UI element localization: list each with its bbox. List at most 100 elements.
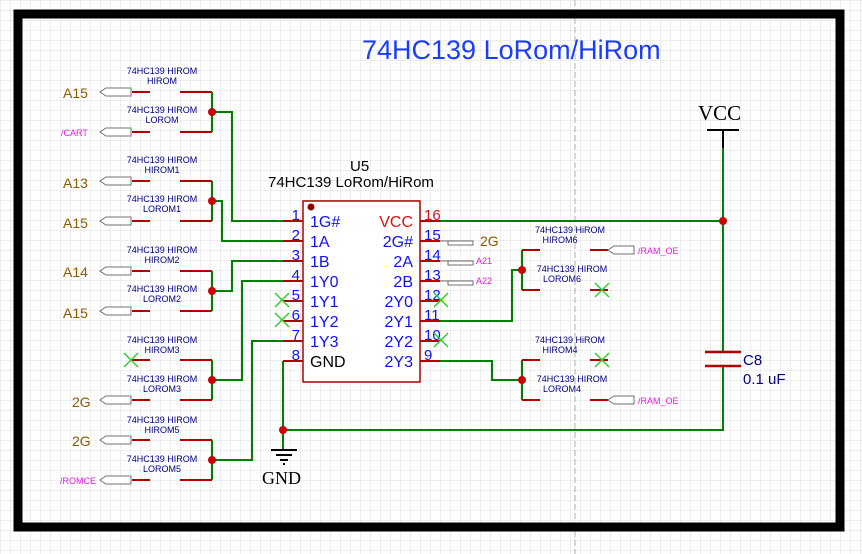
sheet-title: 74HC139 LoRom/HiRom — [362, 35, 661, 65]
u5-right-pin-15: 15 2G# — [383, 227, 441, 251]
wire-cap-gnd — [283, 367, 724, 431]
wire-2y1 — [440, 269, 522, 322]
net-label-a14: A14 — [63, 264, 88, 280]
u5-pin-number: 7 — [292, 327, 300, 344]
jumper-lorom3-line1: 74HC139 HIROM — [127, 374, 198, 384]
u5-left-pin-7: 7 1Y3 — [283, 327, 339, 351]
nc-pin12 — [433, 292, 449, 308]
jumper-hirom5-line1: 74HC139 HIROM — [127, 415, 198, 425]
net-label-2g-b: 2G — [72, 433, 91, 449]
u5-pin-number: 12 — [424, 287, 441, 304]
jumper-hirom3-line2: HIROM3 — [144, 345, 179, 355]
wire-1y0 — [212, 280, 283, 381]
jumper-hirom4-line2: HIROM4 — [542, 345, 577, 355]
c8-ref: C8 — [743, 352, 762, 369]
u5-pin-number: 8 — [292, 347, 300, 364]
jumper-lorom5-line2: LOROM5 — [143, 464, 181, 474]
net-label-a15-mid: A15 — [63, 215, 88, 231]
jumper-lorom6-line1: 74HC139 HIROM — [537, 264, 608, 274]
u5-pin-number: 4 — [292, 267, 300, 284]
net-label-a13: A13 — [63, 175, 88, 191]
jumper-lorom3-line2: LOROM3 — [143, 384, 181, 394]
u5-pin-number: 14 — [424, 247, 441, 264]
jumper-lorom1-line1: 74HC139 HIROM — [127, 194, 198, 204]
jumper-hirom-line2: HIROM — [147, 76, 177, 86]
jumper-hirom6-line2: HIROM6 — [542, 235, 577, 245]
net-label-a15-low: A15 — [63, 305, 88, 321]
u5-pin-name: 1Y3 — [310, 334, 339, 351]
jumper-lorom-line2: LOROM — [145, 115, 178, 125]
jumper-lorom1-line2: LOROM1 — [143, 204, 181, 214]
wire-cart-to-1g — [212, 111, 283, 222]
u5-right-pin-14: 14 2A — [393, 247, 440, 271]
u5-pin-name: 1A — [310, 234, 330, 251]
u5-pin-number: 16 — [424, 207, 441, 224]
u5-chip: U5 74HC139 LoRom/HiRom — [268, 158, 434, 383]
capacitor-c8: C8 0.1 uF — [705, 350, 786, 388]
u5-pin-number: 2 — [292, 227, 300, 244]
u5-pin-name: 2Y2 — [385, 334, 414, 351]
wire-to-1a — [212, 200, 283, 242]
jumper-lorom4-line2: LOROM4 — [543, 384, 581, 394]
u5-pin-name: VCC — [379, 214, 413, 231]
gnd-label: GND — [262, 468, 301, 488]
vcc-symbol: VCC — [698, 101, 741, 148]
u5-ref: U5 — [350, 158, 369, 175]
nc-hirom4 — [594, 352, 610, 368]
no-connect-marks — [123, 282, 610, 368]
u5-right-pin-12: 12 2Y0 — [385, 287, 441, 311]
nc-pin6 — [274, 312, 290, 328]
jumper-lorom5-line1: 74HC139 HIROM — [127, 454, 198, 464]
wire-1y3 — [212, 340, 283, 461]
u5-value: 74HC139 LoRom/HiRom — [268, 174, 434, 191]
jumper-group-6: 74HC139 HiROM HIROM6 74HC139 HIROM LOROM… — [522, 225, 608, 291]
u5-pin1-marker — [307, 203, 315, 211]
nc-lorom6 — [594, 282, 610, 298]
nc-pin10 — [433, 332, 449, 348]
port-a22: A22 — [476, 276, 492, 286]
sheet-frame — [13, 9, 845, 532]
nc-pin5 — [274, 292, 290, 308]
u5-pin-name: 2Y3 — [385, 354, 414, 371]
u5-pin-name: 1Y0 — [310, 274, 339, 291]
gnd-symbol — [271, 449, 297, 465]
u5-right-pin-10: 10 2Y2 — [385, 327, 441, 351]
jumper-hirom1-line2: HIROM1 — [144, 165, 179, 175]
u5-pin-number: 10 — [424, 327, 441, 344]
c8-value: 0.1 uF — [743, 371, 786, 388]
jumper-lorom-line1: 74HC139 HIROM — [127, 105, 198, 115]
u5-pin-name: 2A — [393, 254, 413, 271]
jumper-group-2: 74HC139 HIROM HIROM1 74HC139 HIROM LOROM… — [127, 155, 213, 222]
nc-hirom3 — [123, 352, 139, 368]
wire-to-1b — [212, 260, 283, 292]
net-label-a15-top: A15 — [63, 85, 88, 101]
u5-pin-number: 1 — [292, 207, 300, 224]
u5-pin-number: 13 — [424, 267, 441, 284]
jumper-group-1: 74HC139 HIROM HIROM 74HC139 HIROM LOROM — [127, 66, 213, 133]
u5-right-pin-16: 16 VCC — [379, 207, 440, 231]
u5-pin-number: 6 — [292, 307, 300, 324]
u5-pin-number: 15 — [424, 227, 441, 244]
u5-right-pin-9: 9 2Y3 — [385, 347, 440, 371]
u5-pin-name: 2Y0 — [385, 294, 414, 311]
u5-body — [302, 200, 421, 383]
u5-pin-number: 9 — [424, 347, 432, 364]
jumper-hirom2-line1: 74HC139 HIROM — [127, 245, 198, 255]
port-romce: /ROMCE — [60, 476, 96, 486]
port-a21: A21 — [476, 256, 492, 266]
jumper-hirom4-line1: 74HC139 HiROM — [535, 335, 605, 345]
u5-left-pin-2: 2 1A — [283, 227, 330, 251]
jumper-lorom2-line2: LOROM2 — [143, 294, 181, 304]
jumper-lorom4-line1: 74HC139 HIROM — [537, 374, 608, 384]
u5-pin-name: 2G# — [383, 234, 413, 251]
u5-pin-name: 1Y1 — [310, 294, 339, 311]
u5-pin-name: 2B — [393, 274, 413, 291]
port-cart: /CART — [61, 128, 88, 138]
